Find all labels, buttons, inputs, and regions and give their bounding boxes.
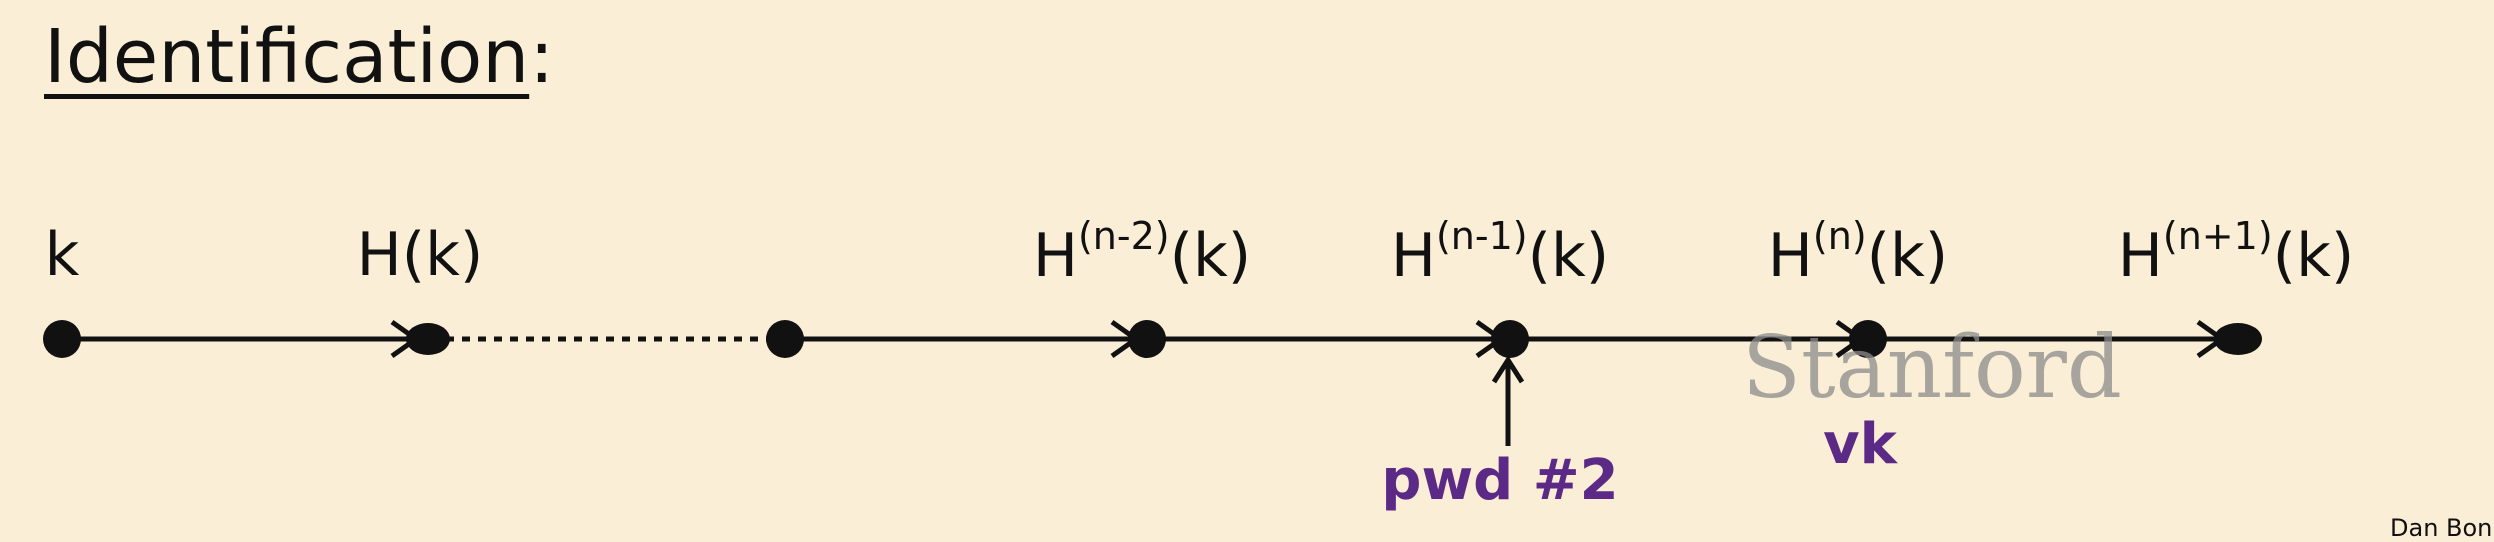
chain-node-blank (766, 320, 804, 358)
node-label-hn-2-sup: (n-2) (1077, 214, 1170, 258)
stanford-watermark: Stanford (1742, 318, 2122, 418)
vk-label: vk (1823, 412, 1897, 477)
node-label-h1: H(k) (357, 220, 484, 290)
chain-node-k (43, 320, 81, 358)
slide-title: Identification: (44, 14, 554, 100)
title-colon: : (529, 14, 555, 100)
node-label-hn-tail: (k) (1866, 221, 1949, 291)
title-text: Identification (44, 14, 530, 100)
node-label-hn-base: H (1767, 221, 1813, 291)
node-label-hn-2: H(n-2)(k) (1032, 214, 1252, 291)
node-label-k: k (45, 220, 80, 290)
chain-node-hn (1849, 320, 1887, 358)
node-label-h1-base: H(k) (356, 220, 484, 290)
pwd-pointer-arrowhead (1491, 355, 1525, 384)
chain-node-hn-2 (1128, 320, 1166, 358)
author-credit: Dan Bon (2390, 514, 2493, 542)
node-label-hn: H(n)(k) (1767, 214, 1949, 291)
node-label-hn+1: H(n+1)(k) (2117, 214, 2355, 291)
pwd-label: pwd #2 (1381, 448, 1619, 513)
chain-node-hn+1 (2214, 323, 2262, 355)
node-label-hn-2-base: H (1032, 221, 1078, 291)
node-label-hn-1-base: H (1390, 221, 1436, 291)
node-label-hn-1-tail: (k) (1527, 221, 1610, 291)
node-label-hn-1-sup: (n-1) (1435, 214, 1528, 258)
node-label-k-base: k (44, 220, 80, 290)
node-label-hn+1-sup: (n+1) (2162, 214, 2273, 258)
node-label-hn+1-tail: (k) (2272, 221, 2355, 291)
chain-node-h1 (406, 323, 450, 355)
node-label-hn+1-base: H (2117, 221, 2163, 291)
chain-node-hn-1 (1491, 320, 1529, 358)
node-label-hn-2-tail: (k) (1169, 221, 1252, 291)
node-label-hn-sup: (n) (1812, 214, 1867, 258)
node-label-hn-1: H(n-1)(k) (1390, 214, 1610, 291)
